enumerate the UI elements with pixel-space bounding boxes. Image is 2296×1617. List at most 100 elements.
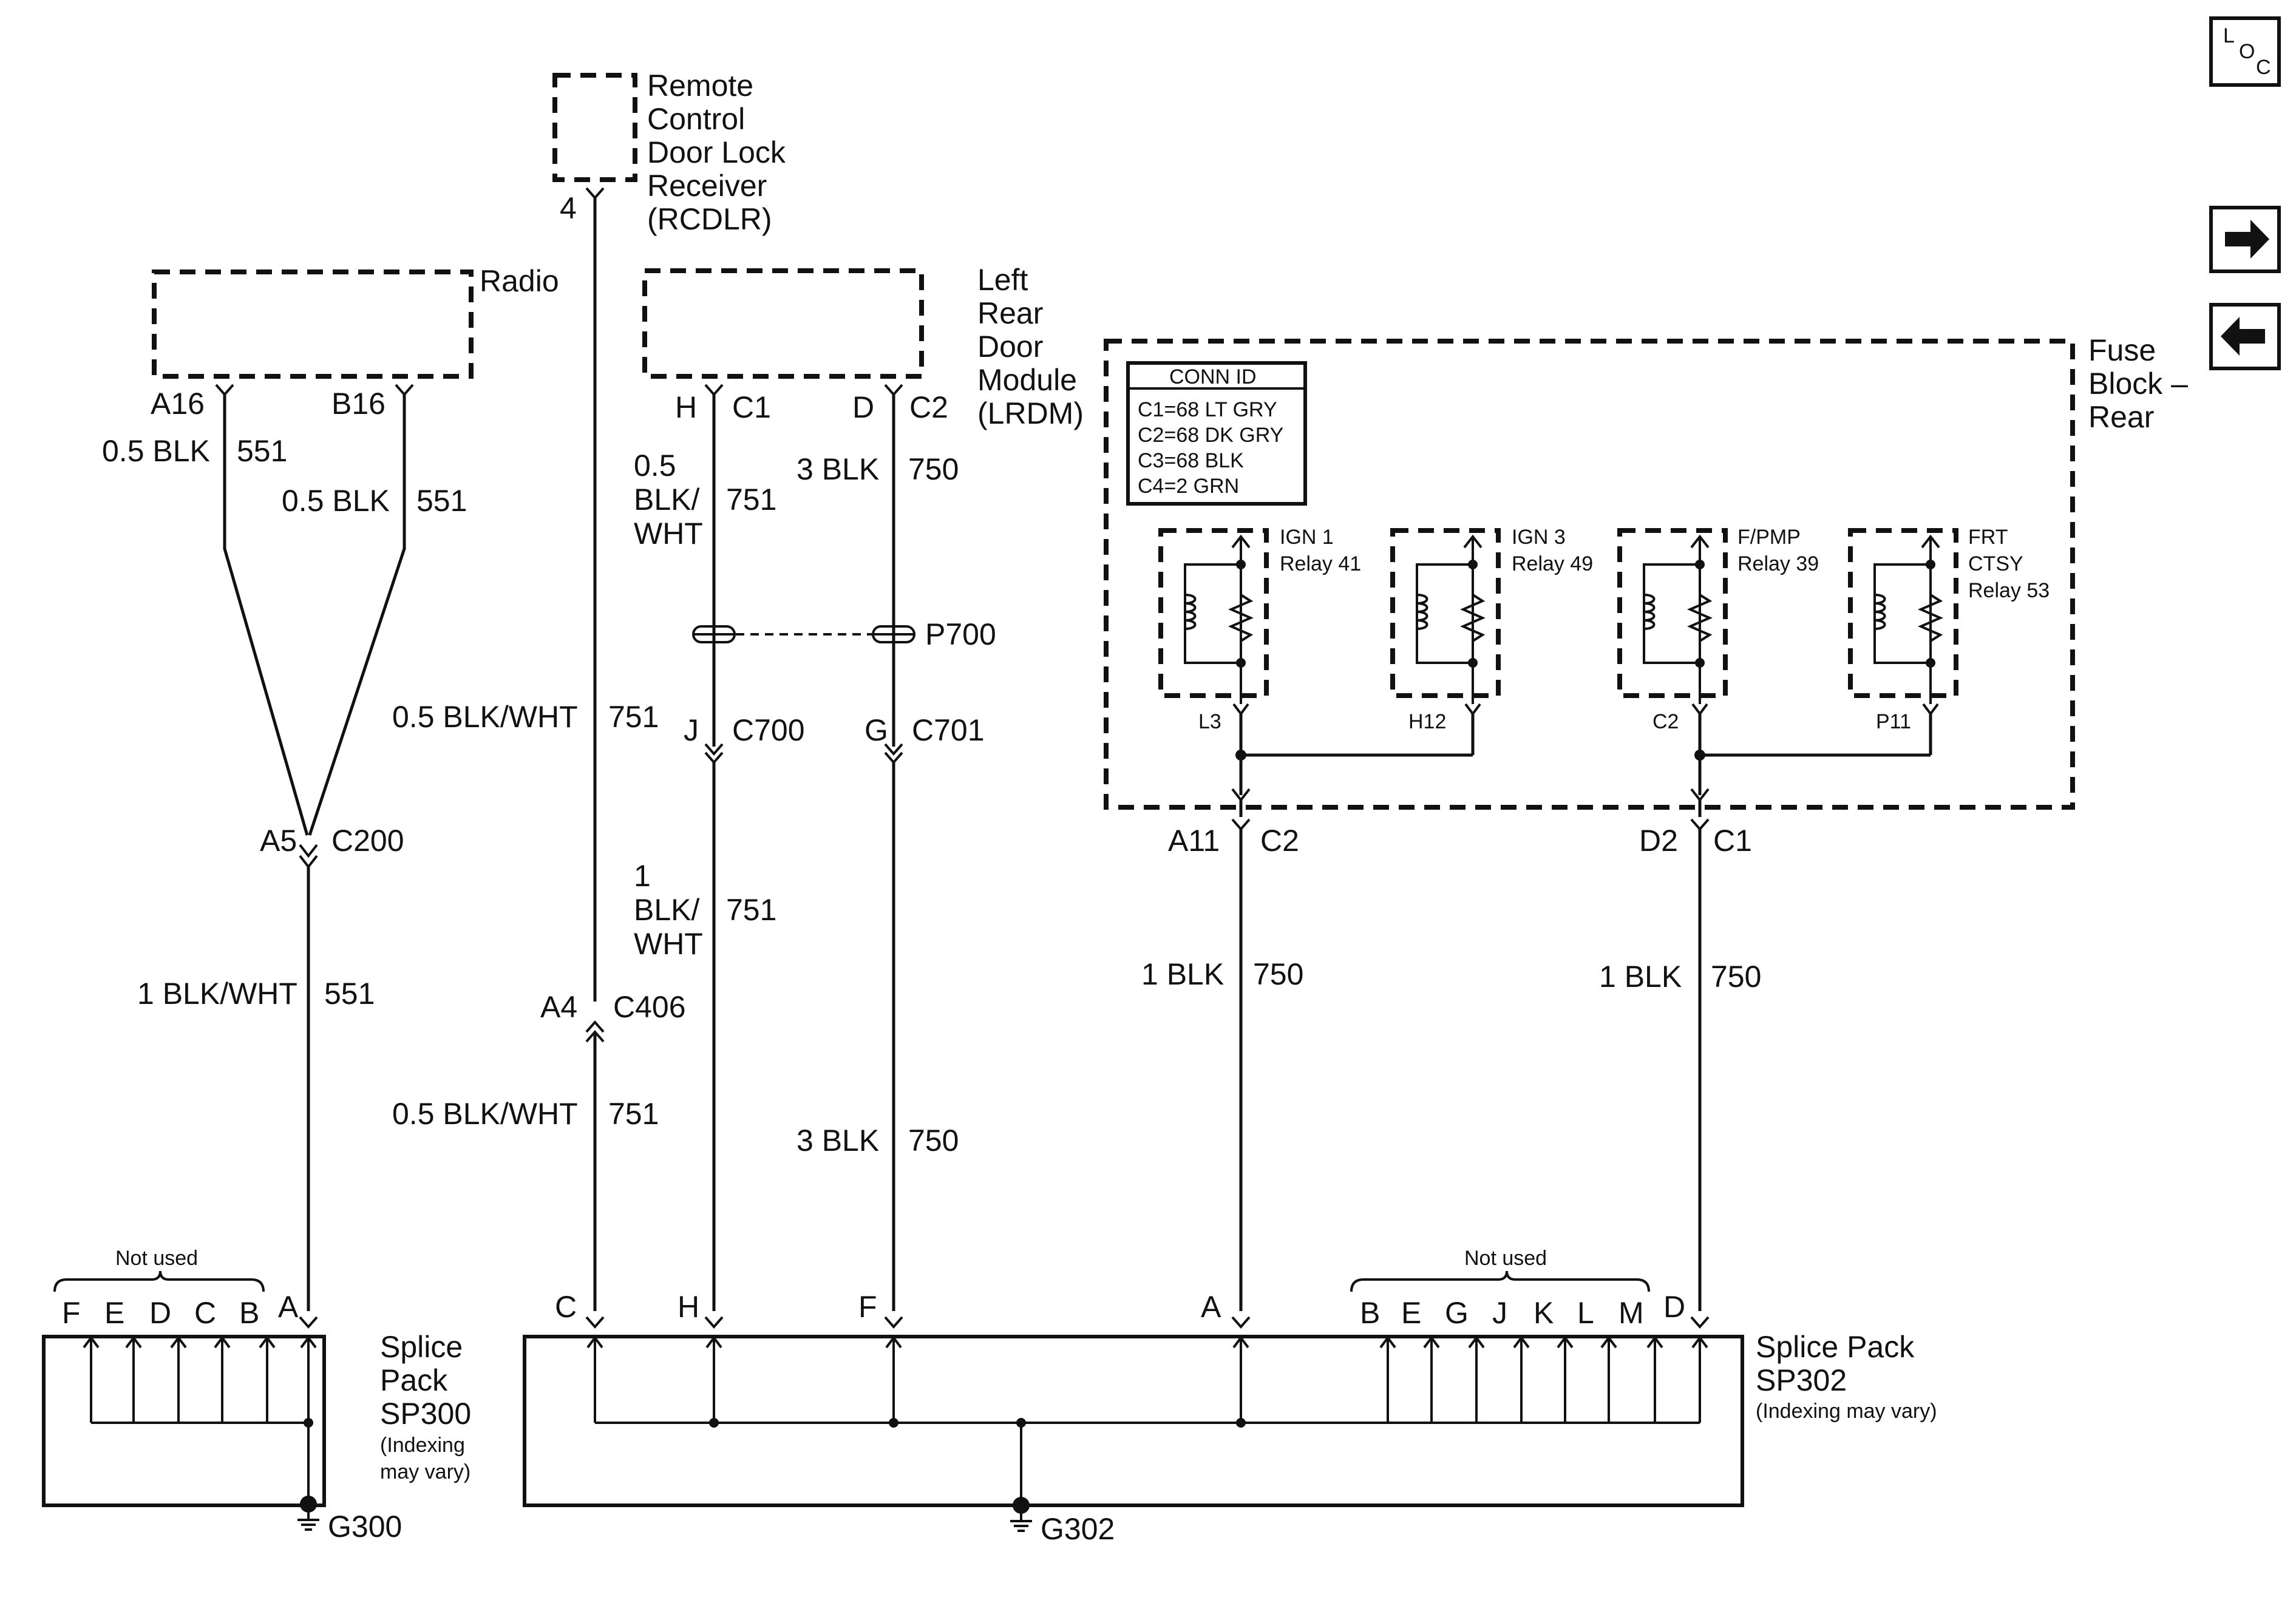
diagram-label: Relay 39: [1737, 552, 1819, 575]
diagram-label: SP300: [380, 1397, 471, 1431]
rcdlr-component: Remote Control Door Lock Receiver (RCDLR…: [552, 69, 786, 236]
diagram-label: C700: [732, 713, 805, 747]
diagram-label: WHT: [634, 927, 703, 961]
diagram-label: A: [1201, 1290, 1221, 1324]
relay-frt-ctsy: FRT CTSY Relay 53: [1848, 526, 2050, 704]
diagram-label: SP302: [1756, 1363, 1847, 1397]
diagram-label: 3 BLK: [796, 1124, 879, 1158]
diagram-label: 0.5 BLK: [102, 434, 210, 468]
diagram-label: C200: [331, 824, 404, 858]
diagram-label: F/PMP: [1737, 526, 1801, 549]
diagram-label: 0.5 BLK/WHT: [392, 700, 578, 734]
diagram-label: Fuse: [2088, 333, 2156, 367]
fuse-block-rear: Fuse Block – Rear: [1104, 333, 2188, 810]
diagram-label: Relay 41: [1280, 552, 1361, 575]
diagram-label: C: [2256, 56, 2271, 79]
wire-fuse-a11-750: A11 C2 1 BLK 750: [1141, 800, 1303, 1311]
diagram-label: E: [104, 1296, 124, 1330]
diagram-label: G: [864, 713, 888, 747]
diagram-label: D: [1663, 1290, 1685, 1324]
diagram-label: L: [1577, 1296, 1594, 1330]
ground-g302: G302: [1041, 1512, 1115, 1546]
diagram-label: C2: [1260, 824, 1299, 858]
diagram-label: 551: [324, 977, 375, 1011]
diagram-label: H12: [1408, 710, 1446, 733]
diagram-label: C: [194, 1296, 216, 1330]
diagram-label: 1: [634, 859, 651, 893]
diagram-label: J: [1492, 1296, 1507, 1330]
diagram-label: BLK/: [634, 483, 700, 517]
diagram-label: Door: [977, 330, 1043, 364]
diagram-label: IGN 3: [1512, 526, 1566, 549]
diagram-label: 3 BLK: [796, 452, 879, 486]
diagram-label: A4: [540, 990, 577, 1024]
diagram-label: Splice: [380, 1330, 463, 1364]
relay-pins: L3 H12 C2 P11: [1198, 703, 1939, 802]
diagram-label: C: [555, 1290, 577, 1324]
diagram-label: K: [1533, 1296, 1554, 1330]
diagram-label: 1 BLK: [1599, 960, 1682, 994]
diagram-label: 1 BLK/WHT: [137, 977, 297, 1011]
p700-connector: P700: [692, 617, 996, 651]
relay-fpmp: F/PMP Relay 39: [1617, 526, 1819, 704]
diagram-label: Pack: [380, 1363, 448, 1397]
diagram-label: D: [852, 390, 874, 424]
diagram-label: (Indexing: [380, 1434, 465, 1457]
diagram-label: Left: [977, 263, 1028, 297]
diagram-label: 0.5: [634, 449, 676, 483]
diagram-label: H: [678, 1290, 699, 1324]
diagram-label: Remote: [647, 69, 753, 103]
diagram-label: A11: [1168, 824, 1220, 858]
diagram-label: may vary): [380, 1460, 470, 1483]
wire-lrdm-751: 0.5 BLK/ WHT 751 J C700 1 BLK/ WHT 751: [634, 384, 805, 1311]
prev-page-button[interactable]: [2209, 303, 2281, 370]
diagram-label: C1: [1713, 824, 1752, 858]
diagram-label: FRT: [1968, 526, 2008, 549]
diagram-label: Relay 49: [1512, 552, 1593, 575]
diagram-label: (RCDLR): [647, 202, 772, 236]
diagram-label: Rear: [2088, 400, 2154, 434]
diagram-label: A: [278, 1290, 299, 1324]
diagram-label: C1=68 LT GRY: [1138, 398, 1277, 421]
diagram-label: O: [2239, 40, 2255, 63]
diagram-label: 751: [608, 1097, 659, 1131]
diagram-label: B: [1360, 1296, 1380, 1330]
next-page-button[interactable]: [2209, 206, 2281, 273]
diagram-label: D2: [1639, 824, 1678, 858]
diagram-label: 751: [726, 483, 776, 517]
arrow-left-icon: [2221, 317, 2265, 356]
diagram-label: C701: [912, 713, 985, 747]
diagram-label: C2: [909, 390, 948, 424]
wire-rcdlr-751: 0.5 BLK/WHT 751 A4 C406 0.5 BLK/WHT 751: [392, 187, 686, 1311]
diagram-label: 751: [608, 700, 659, 734]
radio-pin-b16: B16: [331, 387, 385, 421]
wire-radio-551: 0.5 BLK 551 0.5 BLK 551 A5 C200 1 BLK/WH…: [102, 384, 467, 1311]
diagram-label: C1: [732, 390, 771, 424]
diagram-label: C4=2 GRN: [1138, 475, 1239, 498]
diagram-label: J: [684, 713, 699, 747]
diagram-label: Splice Pack: [1756, 1330, 1915, 1364]
loc-button[interactable]: L O C: [2209, 16, 2281, 87]
diagram-label: P11: [1876, 710, 1911, 733]
diagram-label: M: [1618, 1296, 1644, 1330]
diagram-label: 750: [1253, 957, 1303, 991]
wire-lrdm-750: 3 BLK 750 G C701 3 BLK 750: [796, 384, 985, 1311]
diagram-label: G: [1445, 1296, 1469, 1330]
diagram-label: C3=68 BLK: [1138, 449, 1244, 472]
diagram-label: (LRDM): [977, 396, 1084, 430]
diagram-label: F: [858, 1290, 877, 1324]
wire-fuse-d2-750: D2 C1 1 BLK 750: [1599, 800, 1761, 1311]
diagram-label: 1 BLK: [1141, 957, 1224, 991]
diagram-label: C2: [1652, 710, 1679, 733]
diagram-label: 750: [1711, 960, 1761, 994]
diagram-label: 750: [908, 452, 959, 486]
diagram-label: 551: [416, 484, 467, 518]
diagram-label: B: [239, 1296, 259, 1330]
diagram-label: Radio: [480, 264, 559, 298]
diagram-label: 0.5 BLK/WHT: [392, 1097, 578, 1131]
diagram-label: Door Lock: [647, 135, 786, 169]
arrow-right-icon: [2225, 220, 2269, 259]
relay-ign1: IGN 1 Relay 41: [1158, 526, 1361, 704]
